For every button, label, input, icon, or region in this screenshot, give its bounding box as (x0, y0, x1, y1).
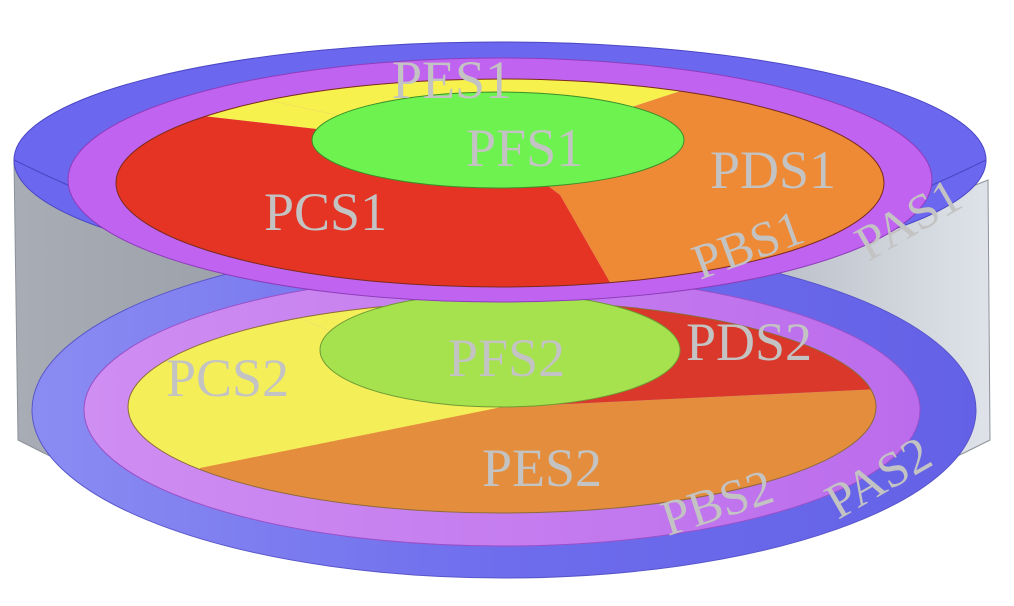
label-PDS2: PDS2 (686, 312, 812, 372)
bottom-sector-E (150, 388, 876, 513)
label-PES1: PES1 (392, 50, 512, 110)
label-PFS2: PFS2 (448, 328, 565, 388)
label-PFS1: PFS1 (466, 118, 583, 178)
top-disk (13, 41, 987, 303)
top-labels: PES1 PFS1 PCS1 PDS1 PBS1 PAS1 (264, 50, 971, 290)
label-PDS1: PDS1 (710, 140, 836, 200)
label-PES2: PES2 (482, 438, 602, 498)
bottom-disk (31, 241, 977, 579)
label-PCS2: PCS2 (166, 348, 289, 408)
top-sector-F (311, 91, 685, 189)
label-PCS1: PCS1 (264, 182, 387, 242)
